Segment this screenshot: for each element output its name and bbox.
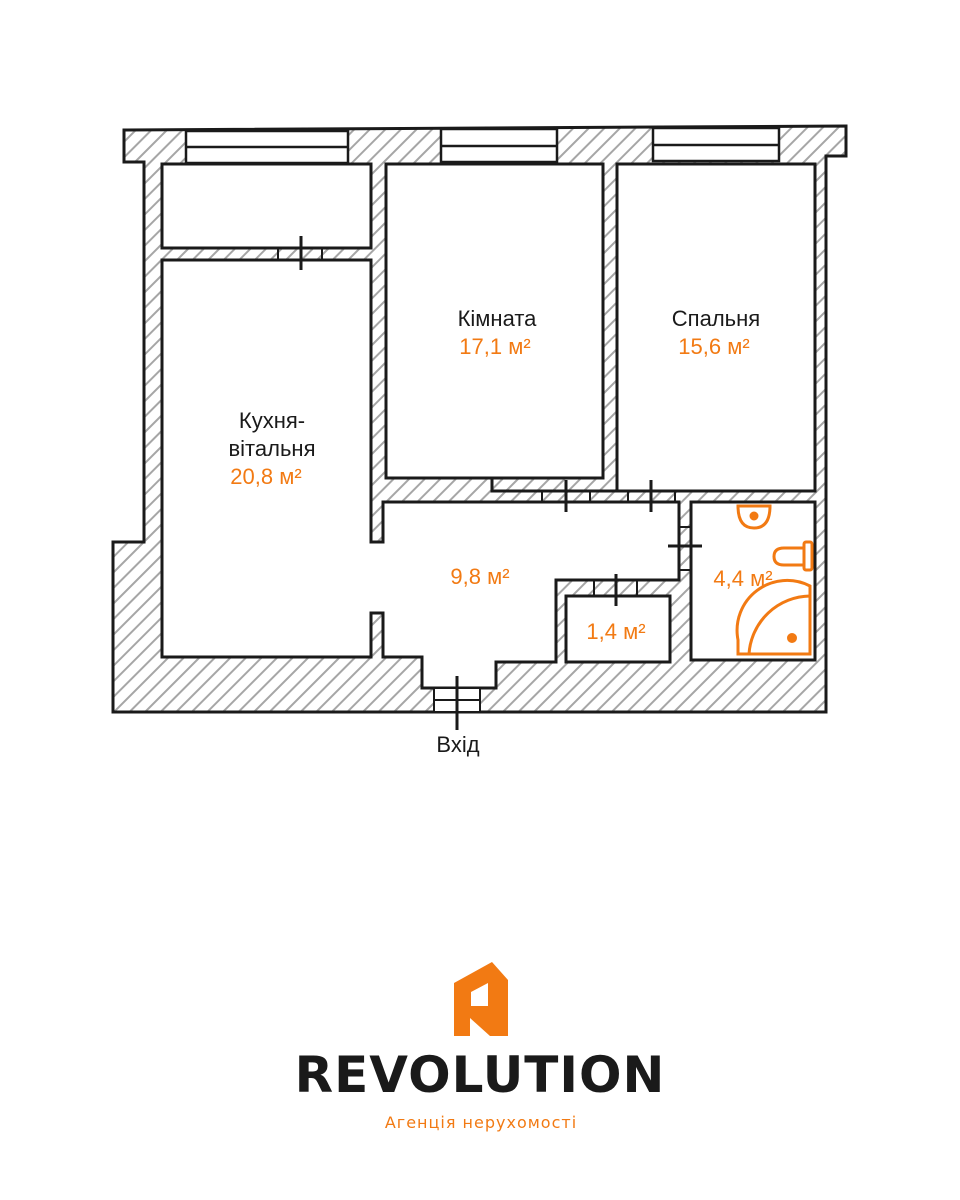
kitchen-name-line1: Кухня-: [239, 408, 305, 433]
room-room: [384, 162, 605, 480]
interior-partitions: [322, 164, 691, 662]
partition-bathroom-left: [679, 500, 691, 662]
room-bedroom: [615, 162, 817, 493]
hall-notch: [490, 478, 617, 493]
doors: [277, 236, 702, 730]
door-entrance: [433, 676, 481, 730]
bedroom-name: Спальня: [672, 306, 760, 331]
kitchen-area: 20,8 м²: [230, 464, 301, 489]
partition-room-bedroom: [603, 164, 617, 498]
room-labels: Кухня- вітальня 20,8 м² Кімната 17,1 м² …: [228, 306, 772, 644]
bedroom-area: 15,6 м²: [678, 334, 749, 359]
bathroom-area: 4,4 м²: [713, 566, 772, 591]
partition-lower-kitchen: [371, 613, 383, 657]
partition-storage-left: [556, 580, 566, 662]
room-name: Кімната: [458, 306, 538, 331]
hall-area: 9,8 м²: [450, 564, 509, 589]
room-area: 17,1 м²: [459, 334, 530, 359]
storage-area: 1,4 м²: [586, 619, 645, 644]
brand-name: REVOLUTION: [295, 1046, 666, 1104]
room-storage: [564, 594, 672, 664]
partition-kitchen-room: [371, 164, 386, 542]
kitchen-name-line2: вітальня: [228, 436, 315, 461]
windows: [184, 126, 781, 165]
entrance-label: Вхід: [436, 732, 479, 757]
shower-icon: [735, 578, 812, 656]
hall-outline: [371, 500, 681, 690]
sink-icon: [736, 504, 772, 530]
door-storage: [593, 574, 638, 606]
door-room: [541, 480, 591, 512]
balcony: [160, 162, 373, 250]
toilet-icon: [772, 540, 814, 572]
door-bedroom: [627, 480, 676, 512]
partition-storage-top: [556, 580, 680, 596]
door-bathroom: [668, 526, 702, 571]
door-balcony: [277, 236, 323, 270]
brand-tagline: Агенція нерухомості: [385, 1113, 577, 1132]
partition-balcony-right: [322, 248, 372, 260]
room-hall: [371, 502, 679, 688]
revolution-logo-icon: [454, 962, 508, 1036]
bathroom-fixtures: [735, 504, 814, 656]
